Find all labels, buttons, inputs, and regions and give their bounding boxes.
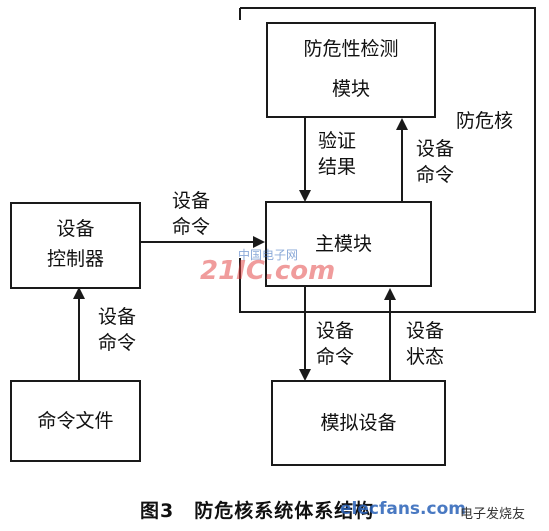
edge-sim-main-line1: 设备 — [406, 320, 445, 342]
kernel-container-border — [239, 7, 536, 313]
node-command-file: 命令文件 — [10, 380, 141, 462]
edge-verify-line2: 结果 — [318, 156, 357, 178]
kernel-container-label: 防危核 — [456, 110, 514, 132]
watermark-21ic: 21IC.com — [200, 256, 336, 286]
node-detect-line2: 模块 — [331, 78, 370, 100]
node-detect-module: 防危性检测 模块 — [266, 22, 436, 118]
node-controller-line2: 控制器 — [46, 248, 104, 270]
node-simdev-label: 模拟设备 — [320, 412, 397, 434]
edge-file-ctrl-line2: 命令 — [98, 332, 137, 354]
watermark-elecfans: elecfans.com — [340, 499, 466, 519]
edge-file-ctrl-line1: 设备 — [98, 306, 137, 328]
node-main-label: 主模块 — [315, 233, 373, 255]
edge-ctrl-main-line1: 设备 — [172, 190, 211, 212]
node-simulated-device: 模拟设备 — [271, 380, 446, 466]
edge-main-sim-line2: 命令 — [316, 346, 355, 368]
watermark-elecfans-cn: 电子发烧友 — [460, 507, 526, 522]
node-main-module: 主模块 — [265, 201, 432, 287]
edge-cmdup-line2: 命令 — [416, 164, 455, 186]
edge-main-sim-line1: 设备 — [316, 320, 355, 342]
edge-verify-line1: 验证 — [318, 130, 357, 152]
node-controller-line1: 设备 — [56, 218, 95, 240]
node-detect-line1: 防危性检测 — [303, 38, 399, 60]
figure-caption: 图3 防危核系统体系结构 — [140, 500, 375, 522]
edge-sim-main-line2: 状态 — [406, 346, 445, 368]
edge-ctrl-main-line2: 命令 — [172, 216, 211, 238]
watermark-cn-top: 中国电子网 — [238, 248, 299, 262]
node-cmdfile-label: 命令文件 — [37, 410, 114, 432]
node-device-controller: 设备 控制器 — [10, 202, 141, 289]
edge-cmdup-line1: 设备 — [416, 138, 455, 160]
